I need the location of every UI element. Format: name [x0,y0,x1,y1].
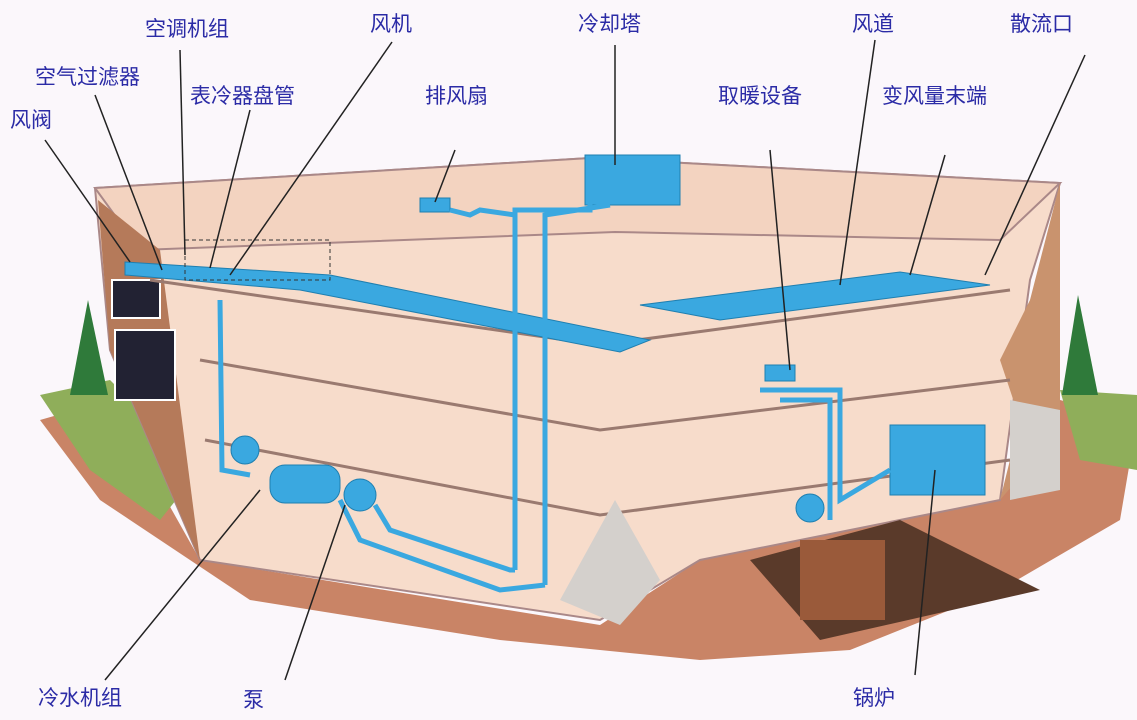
stone-corner [1010,400,1060,500]
entrance-door [114,329,176,401]
label-exhaust-fan: 排风扇 [425,84,488,108]
main-air-duct [124,261,652,353]
label-pump: 泵 [243,688,264,712]
pump-unit [795,493,825,523]
label-diffuser: 散流口 [1010,12,1073,36]
label-cooling-coil: 表冷器盘管 [190,84,295,108]
cooling-tower-unit [584,154,681,206]
label-cooling-tower: 冷却塔 [578,12,641,36]
tree-icon [70,300,108,395]
label-fan: 风机 [370,12,412,36]
window [111,279,161,319]
label-air-duct: 风道 [852,12,894,36]
label-damper: 风阀 [10,108,52,132]
basement-door [800,540,885,620]
label-heating-equipment: 取暖设备 [718,84,802,108]
ductwork [124,154,991,523]
chiller-unit [269,464,341,504]
label-air-filter: 空气过滤器 [35,65,140,89]
label-chiller: 冷水机组 [38,686,122,710]
leader-lines [44,39,1086,681]
boiler-unit [889,424,986,496]
pump-unit [343,478,377,512]
right-hill [1060,390,1137,470]
tree-icon [1062,295,1098,395]
pump-unit [230,435,260,465]
label-boiler: 锅炉 [853,686,895,710]
left-hill [40,380,200,520]
heating-unit [764,364,796,382]
upper-floor-duct [639,271,991,321]
label-vav-terminal: 变风量末端 [882,84,987,108]
exhaust-fan-unit [419,197,451,213]
label-air-handling-unit: 空调机组 [145,17,229,41]
stone-corner [560,500,660,625]
air-handling-unit-outline [184,239,331,281]
water-pipes [217,195,892,593]
